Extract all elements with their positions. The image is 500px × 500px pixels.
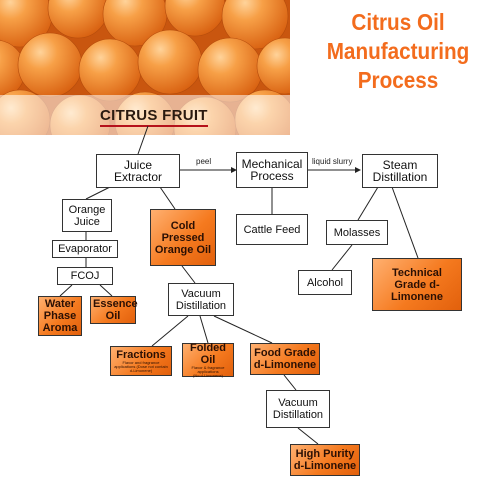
connector-fcoj-water [59, 284, 73, 297]
fractions-note: Flavor and fragrance applications (Dose … [114, 360, 168, 373]
node-vacuum-distillation-2: Vacuum Distillation [266, 390, 330, 428]
citrus-fruit-photo: CITRUS FRUIT [0, 0, 290, 135]
node-cold-pressed-orange-oil: Cold Pressed Orange Oil [150, 209, 216, 266]
node-essence-oil: Essence Oil [90, 296, 138, 324]
node-molasses: Molasses [326, 220, 388, 245]
node-fractions: Fractions Flavor and fragrance applicati… [110, 346, 172, 376]
connector-molasses-alcohol [331, 244, 353, 271]
folded-oil-note: Flavor & fragrance applications [191, 365, 225, 374]
title-line-2: Manufacturing [326, 38, 470, 64]
node-mechanical-process: Mechanical Process [236, 152, 308, 188]
node-food-grade-d-limonene: Food Grade d-Limonene [250, 343, 320, 375]
node-vacuum-distillation-1: Vacuum Distillation [168, 283, 234, 316]
node-juice-extractor: Juice Extractor [96, 154, 180, 188]
node-cattle-feed: Cattle Feed [236, 214, 308, 245]
connector-extractor-juice [85, 186, 111, 200]
connector-extractor-cold [159, 186, 176, 210]
title-line-3: Process [357, 67, 439, 93]
connector-steam-technical [391, 186, 419, 259]
connector-cold-vacuum [181, 265, 196, 284]
node-orange-juice: Orange Juice [62, 199, 112, 232]
node-high-purity-d-limonene: High Purity d-Limonene [290, 444, 360, 476]
title-line-1: Citrus Oil [351, 9, 445, 35]
folded-oil-note-2: (No d-Limonene) [192, 373, 223, 378]
node-steam-distillation: Steam Distillation [362, 154, 438, 188]
oranges-illustration [0, 0, 290, 135]
connector-fcoj-essence [99, 284, 113, 297]
fractions-label: Fractions [116, 349, 166, 361]
connector-vacuum-foodgrade [213, 315, 273, 344]
connector-vacuum2-purity [297, 427, 319, 445]
node-fcoj: FCOJ [57, 267, 113, 285]
page-title: Citrus Oil Manufacturing Process [306, 8, 490, 95]
edge-label-peel: peel [196, 157, 212, 166]
node-water-phase-aroma: Water Phase Aroma [38, 296, 82, 336]
node-alcohol: Alcohol [298, 270, 352, 295]
folded-oil-label: Folded Oil [189, 342, 227, 366]
connector-steam-molasses [357, 186, 379, 221]
connector-fruit-to-extractor [137, 125, 149, 155]
node-folded-oil: Folded Oil Flavor & fragrance applicatio… [182, 342, 234, 378]
node-evaporator: Evaporator [52, 240, 118, 258]
node-technical-grade-d-limonene: Technical Grade d-Limonene [372, 258, 462, 311]
connector-food-vacuum2 [283, 374, 297, 391]
edge-label-liquid-slurry: liquid slurry [312, 157, 353, 166]
connector-vacuum-folded [199, 315, 209, 344]
citrus-fruit-label: CITRUS FRUIT [100, 108, 208, 127]
connector-vacuum-fractions [151, 315, 189, 347]
